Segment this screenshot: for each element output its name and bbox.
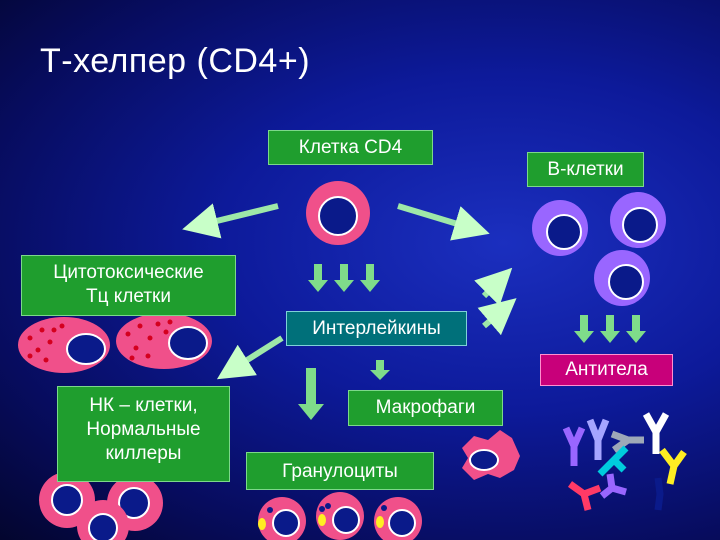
arrow-to-granulocytes <box>298 368 324 420</box>
cd4-cell-label: Клетка CD4 <box>268 130 433 165</box>
cytotoxic-label: Цитотоксические Тц клетки <box>21 255 236 316</box>
antibody-icon <box>562 412 687 511</box>
arrow-to-macrophages <box>370 360 390 380</box>
granulocyte-icon <box>316 492 364 540</box>
nk-label-line: НК – клетки, <box>89 395 198 416</box>
arrow-to-cytotoxic <box>182 203 279 239</box>
granulocyte-icon <box>374 497 422 540</box>
macrophage-icon <box>462 430 520 480</box>
granulocyte-icon <box>258 497 306 540</box>
nk-label-line: Нормальные <box>86 419 201 440</box>
nk-label-line: киллеры <box>105 443 182 464</box>
down-arrows-antibodies <box>574 315 646 343</box>
nk-cells-label: НК – клетки, Нормальные киллеры <box>57 386 230 482</box>
interleukins-label: Интерлейкины <box>286 311 467 346</box>
cytotoxic-cell-icon <box>18 317 110 373</box>
cytotoxic-label-line: Тц клетки <box>86 286 171 307</box>
down-arrows-interleukins <box>308 264 380 292</box>
arrows-up-to-b-cells <box>474 267 517 336</box>
cytotoxic-label-line: Цитотоксические <box>53 262 204 283</box>
b-cells-label: В-клетки <box>527 152 644 187</box>
cytotoxic-cell-icon <box>116 313 212 369</box>
antibodies-label: Антитела <box>540 354 673 386</box>
nk-cell-icon <box>77 500 129 540</box>
cd4-cell-icon <box>306 181 370 245</box>
macrophages-label: Макрофаги <box>348 390 503 426</box>
page-title: Т-хелпер (CD4+) <box>40 42 311 80</box>
b-cell-icon <box>610 192 666 248</box>
arrow-to-nk <box>216 335 284 380</box>
b-cell-icon <box>594 250 650 306</box>
b-cell-icon <box>532 200 588 256</box>
arrow-to-b-cells <box>397 203 490 241</box>
granulocytes-label: Гранулоциты <box>246 452 434 490</box>
